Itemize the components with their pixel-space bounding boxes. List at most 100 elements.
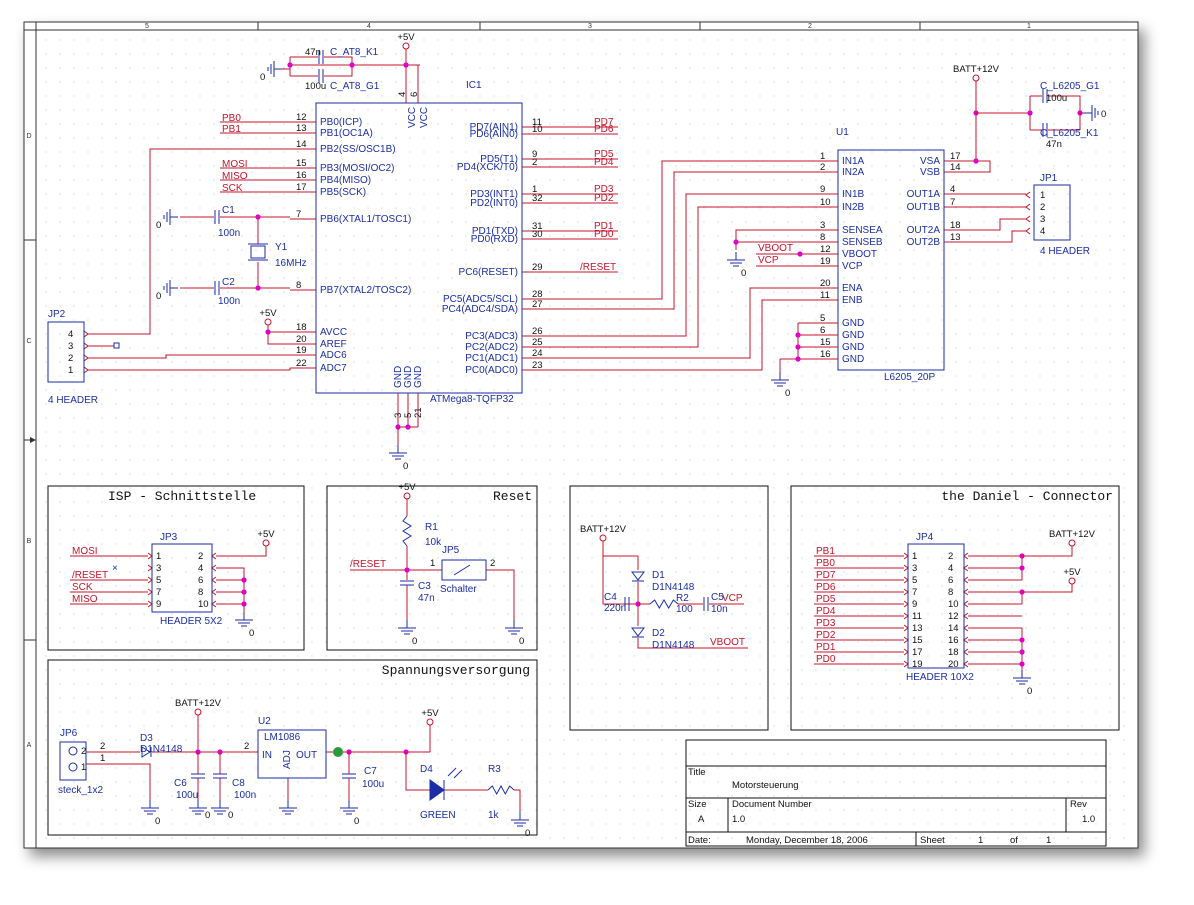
grid-dot xyxy=(186,558,187,559)
sheet-frame xyxy=(24,22,1138,848)
grid-dot xyxy=(1110,544,1111,545)
grid-dot xyxy=(522,656,523,657)
grid-dot xyxy=(242,96,243,97)
grid-dot xyxy=(480,152,481,153)
grid-dot xyxy=(718,124,719,125)
grid-dot xyxy=(130,404,131,405)
grid-dot xyxy=(382,796,383,797)
grid-dot xyxy=(606,796,607,797)
grid-dot xyxy=(718,768,719,769)
grid-dot xyxy=(1096,600,1097,601)
grid-dot xyxy=(102,292,103,293)
grid-dot xyxy=(592,334,593,335)
grid-dot xyxy=(1068,278,1069,279)
grid-dot xyxy=(214,68,215,69)
grid-dot xyxy=(648,292,649,293)
grid-dot xyxy=(1054,124,1055,125)
grid-dot xyxy=(452,292,453,293)
grid-dot xyxy=(914,502,915,503)
grid-dot xyxy=(424,432,425,433)
grid-dot xyxy=(368,40,369,41)
grid-dot xyxy=(1054,558,1055,559)
grid-dot xyxy=(1124,292,1125,293)
grid-dot xyxy=(88,684,89,685)
grid-dot xyxy=(1124,670,1125,671)
grid-dot xyxy=(186,124,187,125)
grid-dot xyxy=(620,348,621,349)
grid-dot xyxy=(1040,418,1041,419)
grid-dot xyxy=(228,68,229,69)
grid-dot xyxy=(648,796,649,797)
grid-dot xyxy=(102,726,103,727)
grid-dot xyxy=(340,264,341,265)
grid-dot xyxy=(144,586,145,587)
grid-dot xyxy=(704,96,705,97)
grid-dot xyxy=(480,474,481,475)
grid-dot xyxy=(144,194,145,195)
grid-dot xyxy=(1110,558,1111,559)
grid-dot xyxy=(284,390,285,391)
grid-dot xyxy=(466,684,467,685)
grid-dot xyxy=(102,656,103,657)
grid-dot xyxy=(298,628,299,629)
grid-dot xyxy=(830,446,831,447)
grid-dot xyxy=(74,222,75,223)
grid-dot xyxy=(494,530,495,531)
grid-dot xyxy=(620,558,621,559)
grid-dot xyxy=(956,516,957,517)
grid-dot xyxy=(242,572,243,573)
grid-dot xyxy=(270,376,271,377)
grid-dot xyxy=(984,572,985,573)
grid-dot xyxy=(550,810,551,811)
grid-dot xyxy=(284,614,285,615)
grid-dot xyxy=(732,292,733,293)
grid-dot xyxy=(214,40,215,41)
grid-dot xyxy=(200,180,201,181)
grid-dot xyxy=(1026,432,1027,433)
grid-dot xyxy=(438,264,439,265)
grid-dot xyxy=(634,656,635,657)
grid-dot xyxy=(522,82,523,83)
grid-dot xyxy=(1082,124,1083,125)
grid-dot xyxy=(872,264,873,265)
grid-dot xyxy=(928,824,929,825)
grid-dot xyxy=(284,306,285,307)
grid-dot xyxy=(298,600,299,601)
grid-dot xyxy=(256,306,257,307)
grid-dot xyxy=(382,740,383,741)
grid-dot xyxy=(746,670,747,671)
grid-dot xyxy=(746,642,747,643)
grid-dot xyxy=(718,810,719,811)
grid-dot xyxy=(480,320,481,321)
grid-dot xyxy=(858,824,859,825)
grid-dot xyxy=(760,768,761,769)
grid-dot xyxy=(74,194,75,195)
grid-dot xyxy=(1082,320,1083,321)
grid-dot xyxy=(214,824,215,825)
grid-dot xyxy=(676,138,677,139)
grid-dot xyxy=(998,180,999,181)
grid-dot xyxy=(60,278,61,279)
grid-dot xyxy=(270,544,271,545)
grid-dot xyxy=(228,824,229,825)
grid-dot xyxy=(46,698,47,699)
grid-dot xyxy=(970,474,971,475)
grid-dot xyxy=(998,264,999,265)
grid-dot xyxy=(676,712,677,713)
grid-dot xyxy=(928,96,929,97)
grid-dot xyxy=(844,96,845,97)
grid-dot xyxy=(270,698,271,699)
grid-dot xyxy=(228,390,229,391)
grid-dot xyxy=(242,124,243,125)
grid-dot xyxy=(746,460,747,461)
grid-dot xyxy=(872,404,873,405)
grid-dot xyxy=(592,446,593,447)
grid-dot xyxy=(564,838,565,839)
grid-dot xyxy=(326,838,327,839)
grid-dot xyxy=(200,320,201,321)
grid-dot xyxy=(774,432,775,433)
grid-dot xyxy=(760,418,761,419)
grid-dot xyxy=(1082,306,1083,307)
grid-dot xyxy=(214,96,215,97)
grid-dot xyxy=(550,698,551,699)
